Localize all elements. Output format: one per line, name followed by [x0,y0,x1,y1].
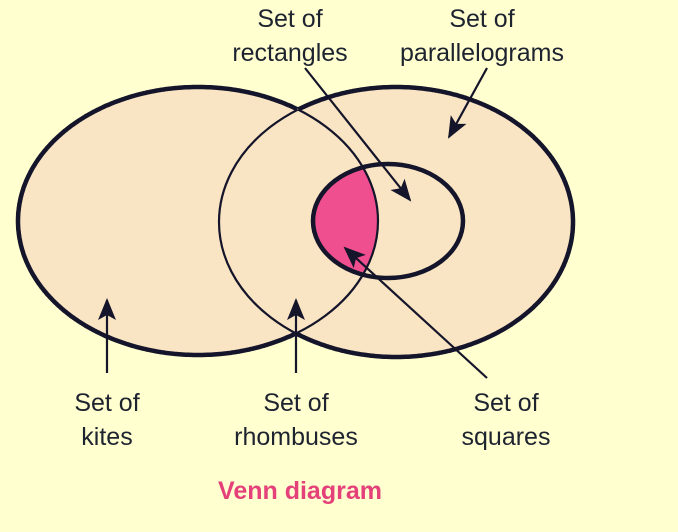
label-parallelograms-line1: Set of [449,5,515,33]
label-kites-line1: Set of [74,389,140,417]
label-parallelograms: Set of parallelograms [400,2,564,70]
label-rectangles-line2: rectangles [232,39,348,67]
label-rectangles-line1: Set of [257,5,323,33]
rectangles-set-outline [310,161,466,281]
label-rhombuses-line1: Set of [263,389,329,417]
label-rhombuses: Set of rhombuses [234,386,358,454]
parallelograms-set-fill [219,87,573,357]
squares-arrow [343,246,488,379]
label-rhombuses-line2: rhombuses [234,423,358,451]
kites-inner-arc [219,87,380,357]
label-rectangles: Set of rectangles [232,2,347,70]
label-squares-line1: Set of [473,389,539,417]
diagram-title: Venn diagram [218,477,382,505]
kites-set-outline [15,84,299,358]
parallelograms-set-outline [295,84,576,360]
parallelograms-arrow [448,67,488,139]
label-squares: Set of squares [462,386,551,454]
label-squares-line2: squares [461,423,551,451]
parallelograms-inner-arc [217,87,378,355]
label-parallelograms-line2: parallelograms [400,39,564,67]
rectangles-arrow [304,67,412,202]
label-kites-line2: kites [81,423,133,451]
label-kites: Set of kites [74,386,139,454]
